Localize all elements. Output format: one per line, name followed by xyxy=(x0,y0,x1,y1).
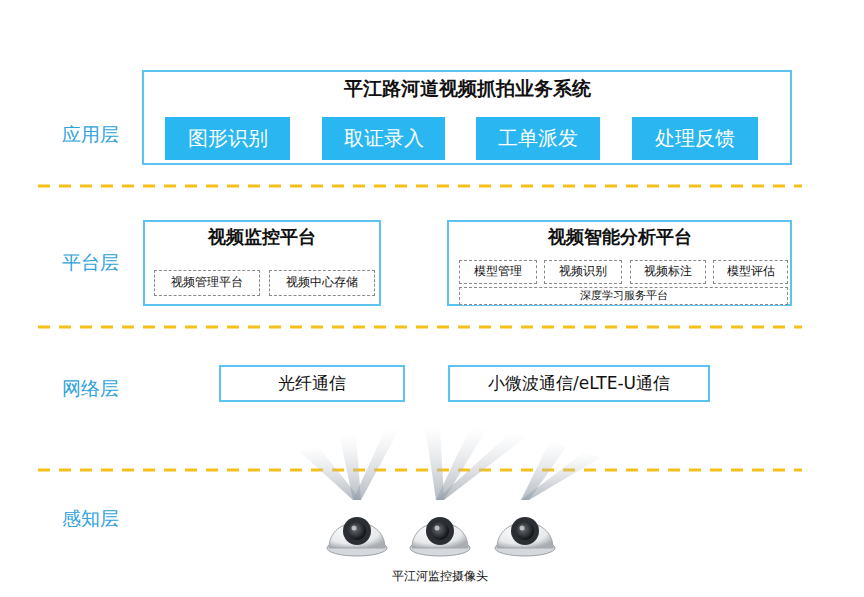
dashed-line xyxy=(38,326,802,329)
signal-ray xyxy=(521,452,600,500)
signal-ray xyxy=(425,426,444,500)
box-label: 视频识别 xyxy=(559,265,607,279)
dome-camera xyxy=(495,517,555,556)
box-label: 取证录入 xyxy=(344,127,424,150)
signal-rays xyxy=(300,426,600,500)
lens-glint xyxy=(435,526,440,531)
box-label: 光纤通信 xyxy=(278,374,346,394)
platform-box: 视频监控平台视频管理平台 视频中心存储 xyxy=(143,220,381,306)
module-box: 视频管理平台 xyxy=(154,270,260,296)
dome-camera xyxy=(410,517,470,556)
lens-ring xyxy=(343,517,371,545)
box-label: 视频中心存储 xyxy=(286,276,358,290)
module-box: 深度学习服务平台 xyxy=(459,287,788,305)
module-box: 视频中心存储 xyxy=(269,270,375,296)
dome-camera xyxy=(327,517,387,556)
module-box: 模型管理 xyxy=(459,260,537,284)
box-label: 工单派发 xyxy=(498,127,578,150)
camera-lens xyxy=(348,522,366,540)
camera-lens xyxy=(516,522,534,540)
box-title: 平江路河道视频抓拍业务系统 xyxy=(344,78,591,100)
function-box: 取证录入 xyxy=(322,117,445,160)
layer-label: 平台层 xyxy=(62,250,119,276)
function-box: 处理反馈 xyxy=(632,117,758,160)
module-box: 模型评估 xyxy=(713,260,788,284)
camera-group xyxy=(327,517,555,556)
dashed-line xyxy=(38,185,802,188)
signal-ray xyxy=(353,428,400,500)
box-label: 处理反馈 xyxy=(655,127,735,150)
lens-ring xyxy=(426,517,454,545)
layer-divider xyxy=(38,186,802,470)
layer-label: 应用层 xyxy=(62,122,119,148)
box-label: 小微波通信/eLTE-U通信 xyxy=(488,374,670,394)
box-label: 视频标注 xyxy=(644,265,692,279)
box-label: 图形识别 xyxy=(188,127,268,150)
box-label: 模型管理 xyxy=(474,265,522,279)
box-label: 深度学习服务平台 xyxy=(580,290,668,303)
box-title: 视频监控平台 xyxy=(208,227,316,248)
box-title: 视频智能分析平台 xyxy=(548,227,692,248)
function-box: 工单派发 xyxy=(476,117,600,160)
layer-label: 网络层 xyxy=(62,376,119,402)
platform-box: 视频智能分析平台模型管理 视频识别 视频标注 模型评估深度学习服务平台 xyxy=(447,220,792,306)
platform-box: 平江路河道视频抓拍业务系统图形识别 取证录入 工单派发 处理反馈 xyxy=(142,70,792,165)
network-box: 光纤通信 xyxy=(219,365,405,402)
layer-label: 感知层 xyxy=(62,506,119,532)
lens-glint xyxy=(352,526,357,531)
lens-ring xyxy=(511,517,539,545)
figure-caption: 平江河监控摄像头 xyxy=(392,568,488,585)
signal-ray xyxy=(436,433,526,500)
module-box: 视频标注 xyxy=(630,260,706,284)
module-box: 视频识别 xyxy=(544,260,622,284)
function-box: 图形识别 xyxy=(165,117,290,160)
camera-lens xyxy=(431,522,449,540)
lens-glint xyxy=(520,526,525,531)
box-label: 视频管理平台 xyxy=(171,276,243,290)
box-label: 模型评估 xyxy=(727,265,775,279)
dashed-line xyxy=(38,469,802,472)
network-box: 小微波通信/eLTE-U通信 xyxy=(448,365,710,402)
